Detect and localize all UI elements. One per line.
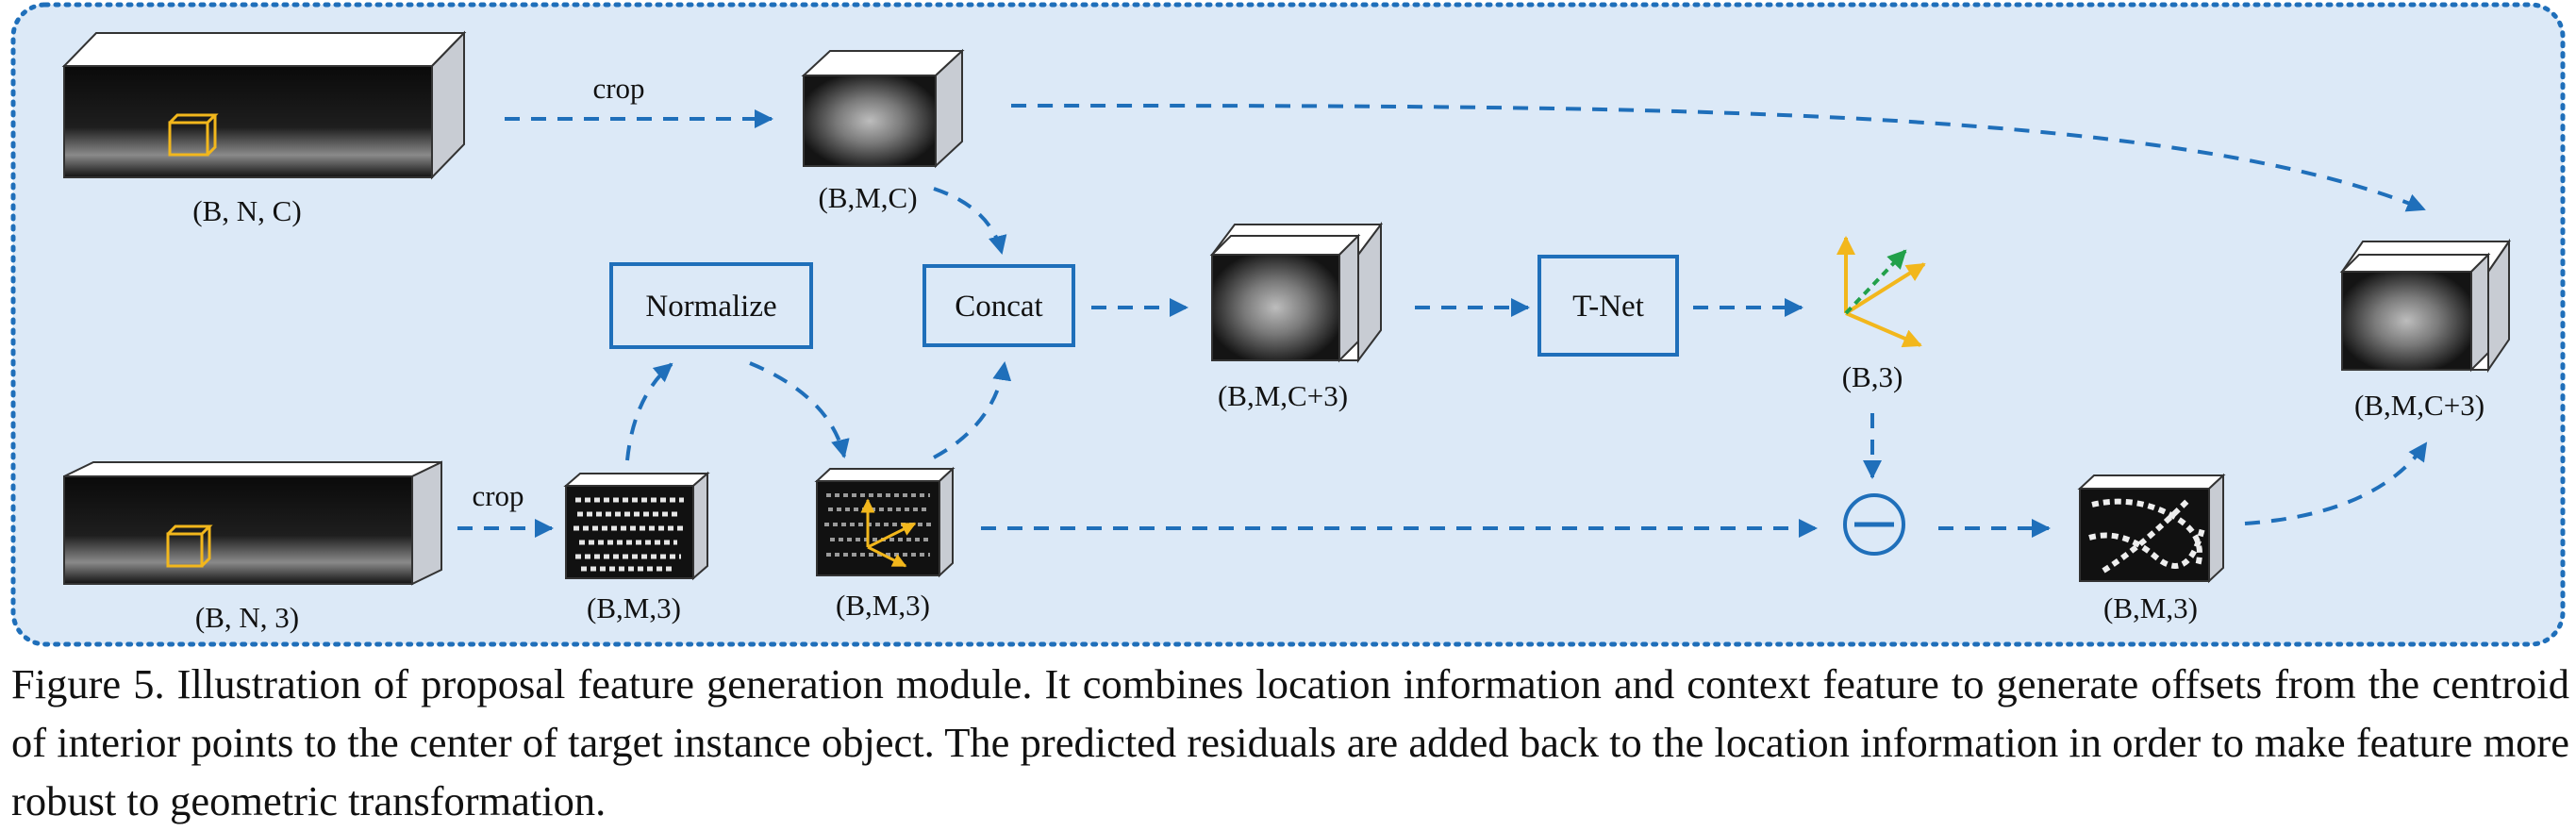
concat-feature-cube: [1209, 222, 1383, 363]
dim-scene-points: (B, N, 3): [195, 601, 299, 634]
dim-scene-feature: (B, N, C): [192, 194, 301, 227]
dim-shifted-points: (B,M,3): [2103, 591, 2198, 624]
arrow-points-to-normalize: [625, 362, 673, 461]
cropped-points-cube: [563, 471, 710, 581]
label-concat: Concat: [955, 290, 1042, 324]
label-crop-bottom: crop: [472, 479, 524, 512]
normalize-box: [609, 262, 813, 349]
arrow-feature-to-concat: [933, 187, 1007, 255]
cropped-feature-cube: [801, 48, 965, 169]
minus-icon: [1843, 493, 1905, 556]
arrow-shifted-to-output: [2244, 441, 2428, 525]
normalized-points-cube: [814, 466, 956, 578]
label-tnet: T-Net: [1572, 290, 1644, 324]
proposal-feature-diagram: (B, N, C) crop (B,M,C) Normalize Concat …: [10, 2, 2566, 647]
dim-cropped-feature: (B,M,C): [818, 181, 917, 214]
dim-normalized-points: (B,M,3): [836, 589, 930, 622]
shifted-points-cube: [2077, 473, 2226, 584]
dim-concat-feature: (B,M,C+3): [1218, 379, 1348, 412]
figure-caption: Figure 5. Illustration of proposal featu…: [11, 660, 2569, 824]
label-crop-top: crop: [592, 72, 644, 105]
arrow-normalized-to-concat: [933, 361, 1012, 459]
tnet-box: [1537, 255, 1679, 357]
concat-box: [922, 264, 1075, 347]
dim-cropped-points: (B,M,3): [587, 591, 681, 624]
scene-feature-cuboid: [61, 30, 467, 180]
arrow-feature-to-output: [1010, 103, 2426, 212]
dim-output-feature: (B,M,C+3): [2354, 389, 2485, 422]
label-normalize: Normalize: [645, 290, 776, 324]
scene-points-cuboid: [63, 460, 442, 586]
dim-offset: (B,3): [1842, 360, 1903, 393]
output-feature-cube: [2339, 238, 2511, 374]
offset-axes-icon: [1836, 236, 1926, 348]
